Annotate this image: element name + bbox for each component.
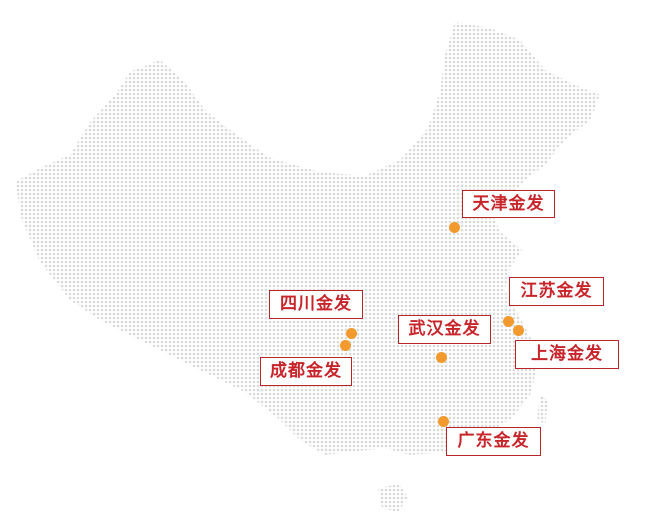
hainan-shape — [378, 484, 408, 512]
marker-wuhan[interactable] — [435, 351, 447, 363]
mainland-shape — [15, 22, 600, 455]
label-guangdong: 广东金发 — [446, 427, 541, 456]
label-tianjin: 天津金发 — [462, 190, 555, 218]
label-sichuan: 四川金发 — [269, 290, 363, 319]
marker-shanghai[interactable] — [512, 324, 524, 336]
marker-jiangsu[interactable] — [502, 315, 514, 327]
marker-tianjin[interactable] — [448, 221, 460, 233]
label-shanghai: 上海金发 — [515, 340, 619, 369]
label-chengdu: 成都金发 — [260, 357, 352, 386]
marker-chengdu[interactable] — [339, 339, 351, 351]
marker-sichuan[interactable] — [345, 327, 357, 339]
taiwan-shape — [537, 395, 548, 425]
label-wuhan: 武汉金发 — [398, 315, 491, 344]
label-jiangsu: 江苏金发 — [509, 277, 604, 306]
marker-guangdong[interactable] — [437, 415, 449, 427]
